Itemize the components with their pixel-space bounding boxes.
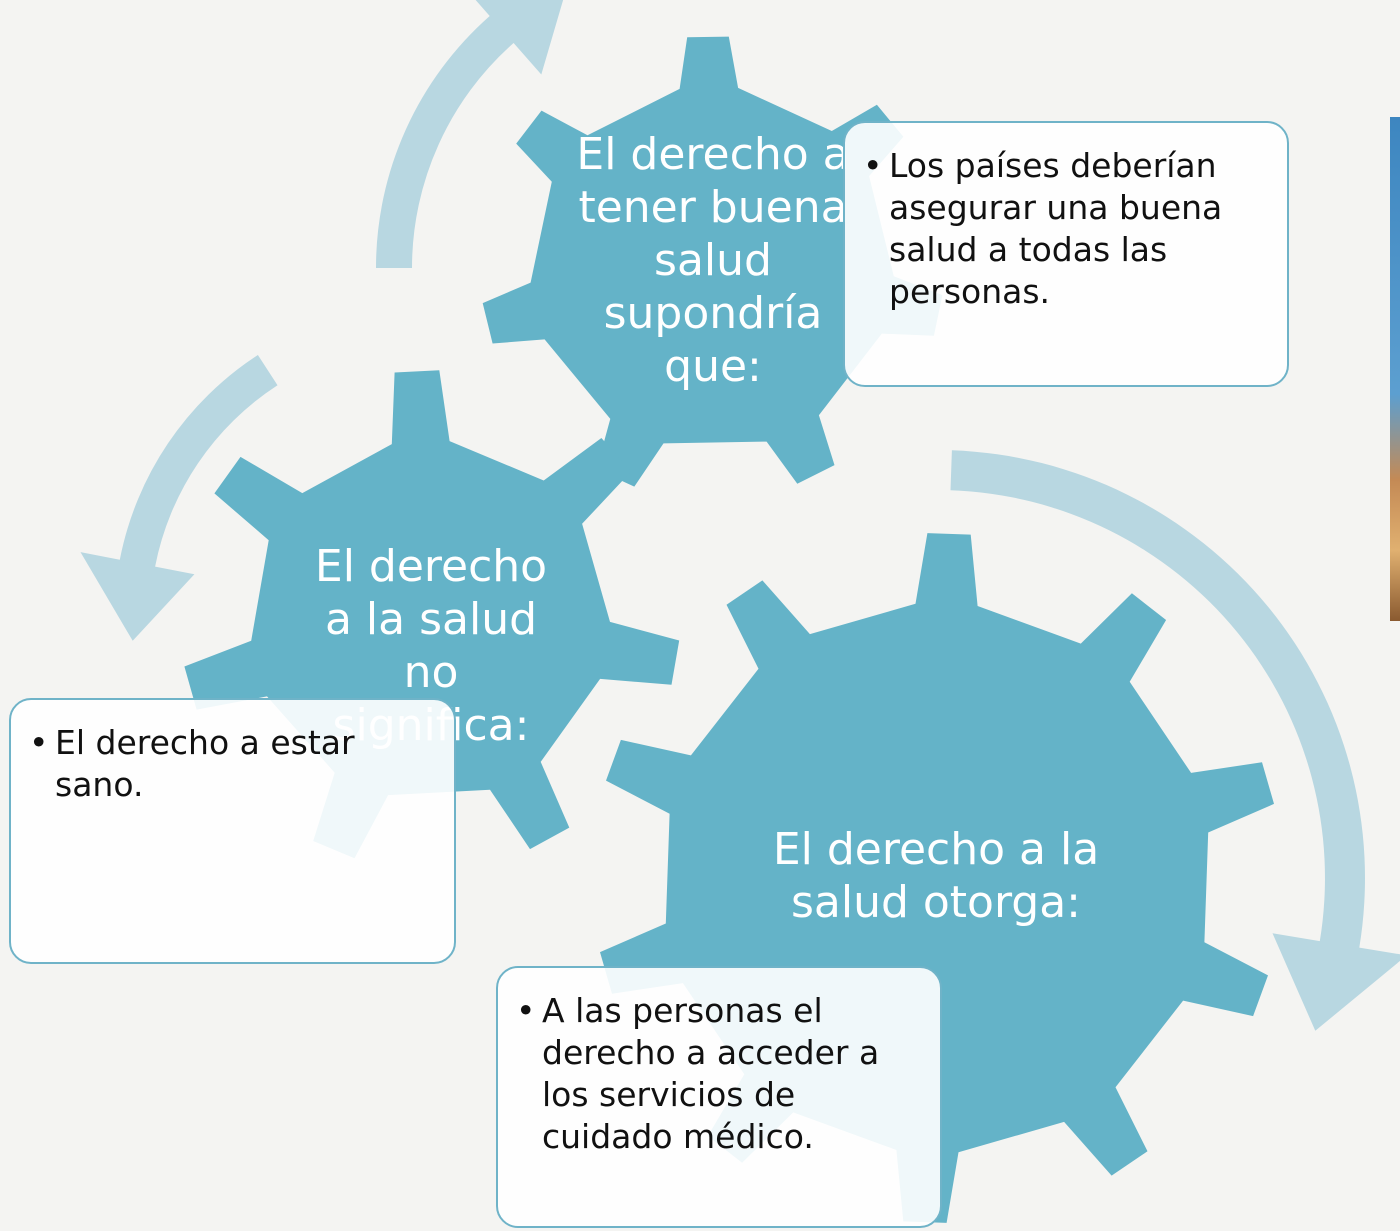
gear-top bbox=[482, 36, 943, 487]
note-bottom-text: A las personas el derecho a acceder a lo… bbox=[516, 990, 920, 1158]
side-photo-image bbox=[1390, 117, 1400, 621]
note-box-bottom: A las personas el derecho a acceder a lo… bbox=[496, 966, 942, 1228]
note-top-text: Los países deberían asegurar una buena s… bbox=[863, 145, 1267, 313]
arrow-right bbox=[950, 450, 1400, 1031]
note-left-text: El derecho a estar sano. bbox=[29, 722, 434, 806]
arrows-layer bbox=[80, 0, 1400, 1031]
gear-right-label: El derecho a la salud otorga: bbox=[772, 824, 1100, 928]
note-box-top: Los países deberían asegurar una buena s… bbox=[843, 121, 1289, 387]
note-box-left: El derecho a estar sano. bbox=[9, 698, 456, 964]
gear-top-label: El derecho a tener buena salud supondría… bbox=[576, 129, 850, 392]
arrow-top-left bbox=[376, 0, 564, 268]
arrow-left bbox=[80, 355, 278, 641]
